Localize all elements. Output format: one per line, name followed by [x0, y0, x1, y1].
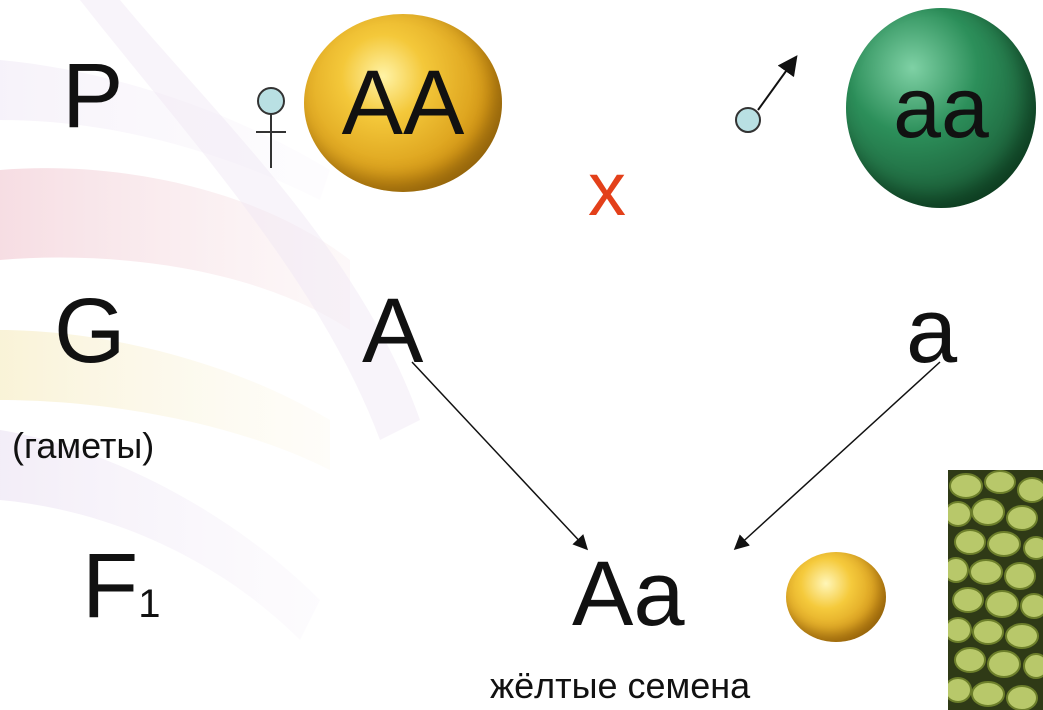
male-symbol-icon [735, 55, 798, 133]
female-gamete: A [362, 280, 424, 382]
offspring-genotype: Aa [572, 543, 685, 645]
gametes-note: (гаметы) [12, 425, 155, 466]
f1-label: F1 [82, 540, 160, 632]
green-peas-photo [948, 470, 1043, 710]
arrow-from-female-gamete [411, 361, 589, 551]
male-genotype: aa [893, 60, 989, 156]
female-genotype: AA [341, 52, 465, 154]
cross-symbol: x [588, 147, 626, 232]
f1-main: F [82, 535, 139, 637]
parents-label: P [62, 45, 124, 147]
gametes-label: G [54, 280, 126, 382]
male-gamete: a [906, 280, 958, 382]
offspring-phenotype: жёлтые семена [490, 665, 751, 706]
yellow-pea-parent: AA [304, 14, 502, 192]
female-symbol-icon [256, 87, 286, 168]
yellow-pea-offspring [786, 552, 886, 642]
arrow-from-male-gamete [733, 361, 941, 551]
green-pea-parent: aa [846, 8, 1036, 208]
f1-sub: 1 [138, 582, 161, 626]
